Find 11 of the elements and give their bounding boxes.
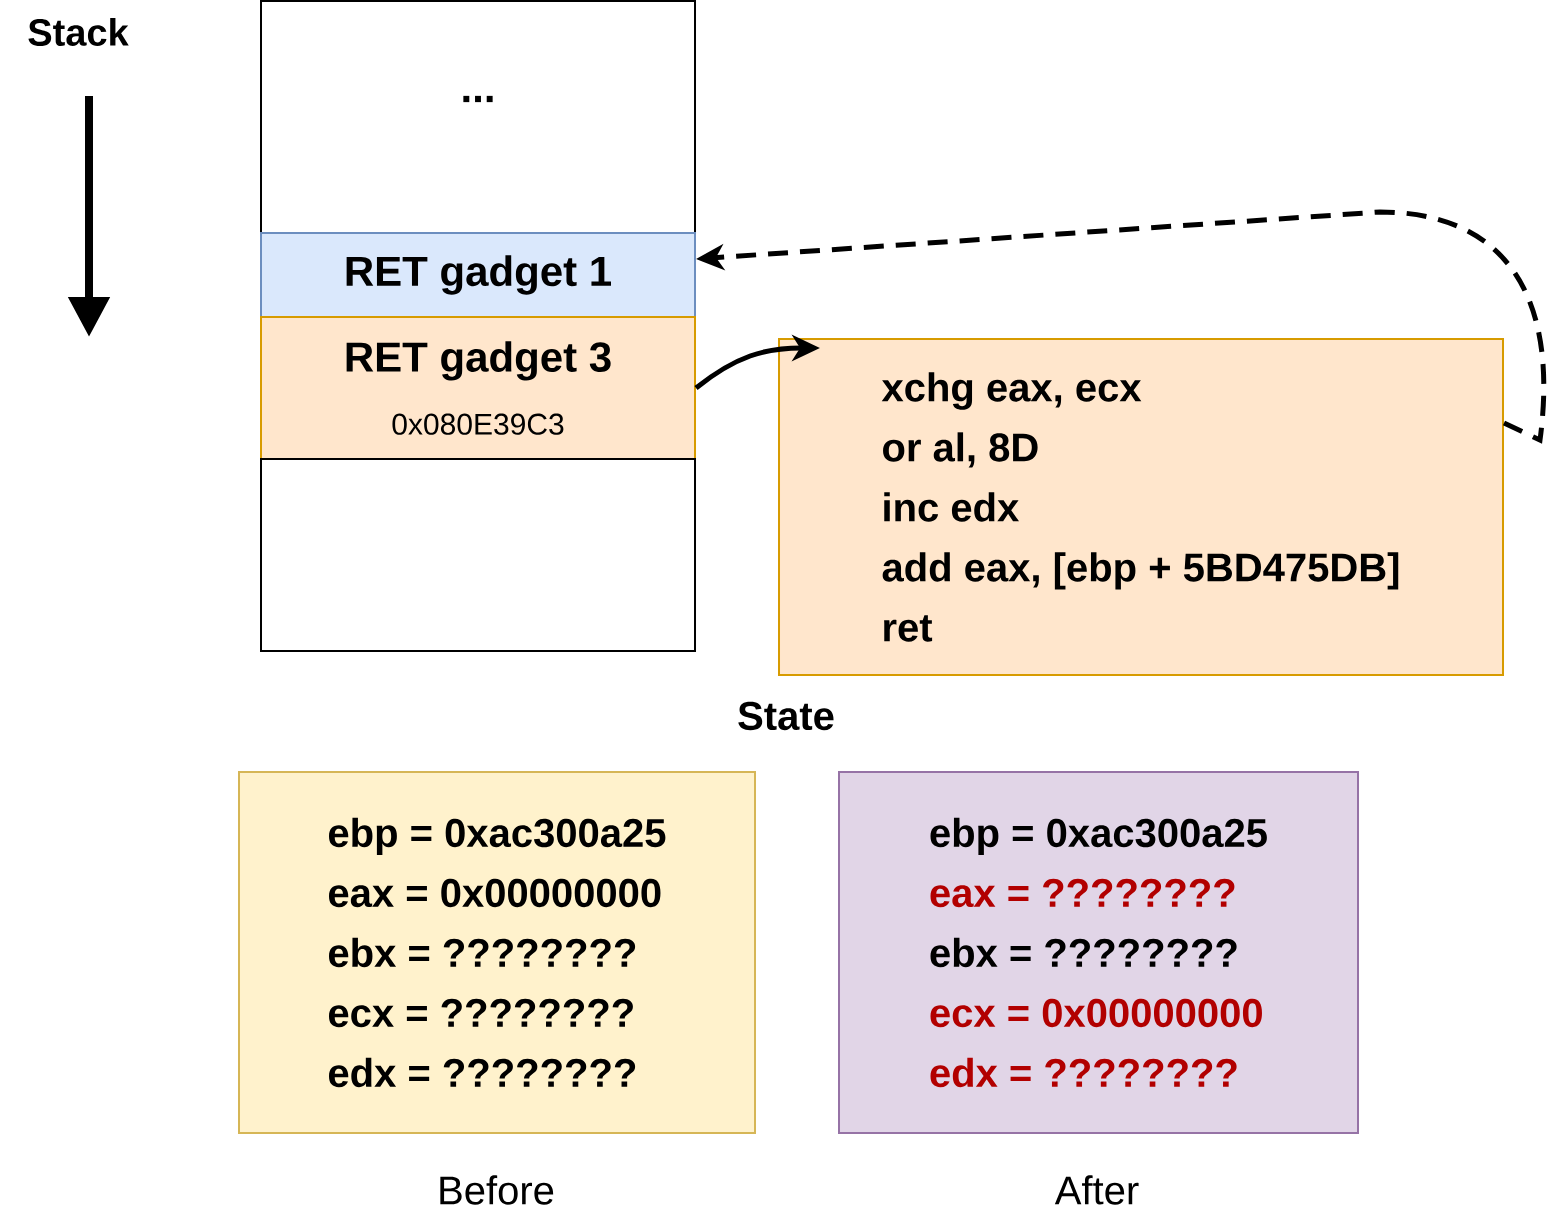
stack-cell: RET gadget 1: [260, 232, 696, 318]
heading-text: State: [738, 701, 834, 731]
register-box: ebp = 0xac300a25 eax = 0x00000000 ebx = ???????? ecx = ???????? edx = ????????: [238, 771, 756, 1134]
heading-text: Stack: [28, 18, 129, 46]
register-box: ebp = 0xac300a25 eax = ???????? ebx = ???????? ecx = 0x00000000 edx = ????????: [838, 771, 1359, 1134]
caption-text: Before: [440, 1175, 554, 1205]
code-box: xchg eax, ecx or al, 8D inc edx add eax, [ebp + 5BD475DB] ret: [778, 338, 1504, 676]
stack-cell: RET gadget 3 0x080E39C3: [260, 316, 696, 460]
stack-cell: [260, 458, 696, 652]
stack-cell: ...: [260, 0, 696, 234]
caption-text: After: [1054, 1175, 1139, 1205]
